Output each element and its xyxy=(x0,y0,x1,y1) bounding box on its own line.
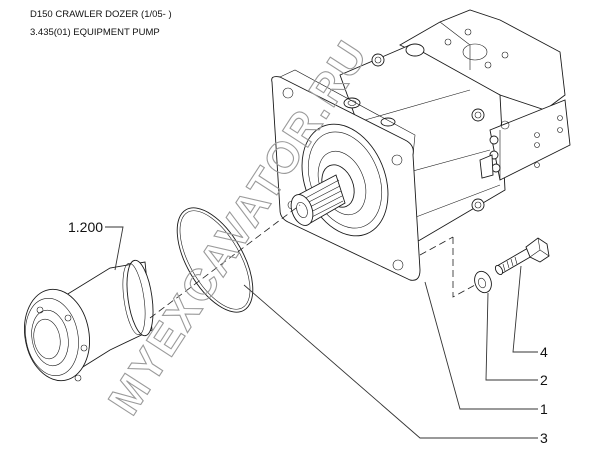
callout-1-200: 1.200 xyxy=(68,219,103,235)
bolt[interactable] xyxy=(494,237,550,276)
callout-labels: 1.200 4 2 1 3 xyxy=(68,219,548,446)
callout-2: 2 xyxy=(540,372,548,388)
assembly-centerlines xyxy=(149,204,476,319)
equipment-pump[interactable] xyxy=(271,9,571,281)
washer[interactable] xyxy=(472,269,495,295)
leader-lines xyxy=(105,226,538,439)
section-title: 3.435(01) EQUIPMENT PUMP xyxy=(30,27,160,38)
callout-3: 3 xyxy=(540,430,548,446)
callout-4: 4 xyxy=(540,344,548,360)
diagram-header: D150 CRAWLER DOZER (1/05- ) 3.435(01) EQ… xyxy=(30,6,172,42)
callout-1: 1 xyxy=(540,401,548,417)
coupling-flange[interactable] xyxy=(17,259,157,386)
model-title: D150 CRAWLER DOZER (1/05- ) xyxy=(30,9,172,20)
o-ring[interactable] xyxy=(162,196,268,324)
